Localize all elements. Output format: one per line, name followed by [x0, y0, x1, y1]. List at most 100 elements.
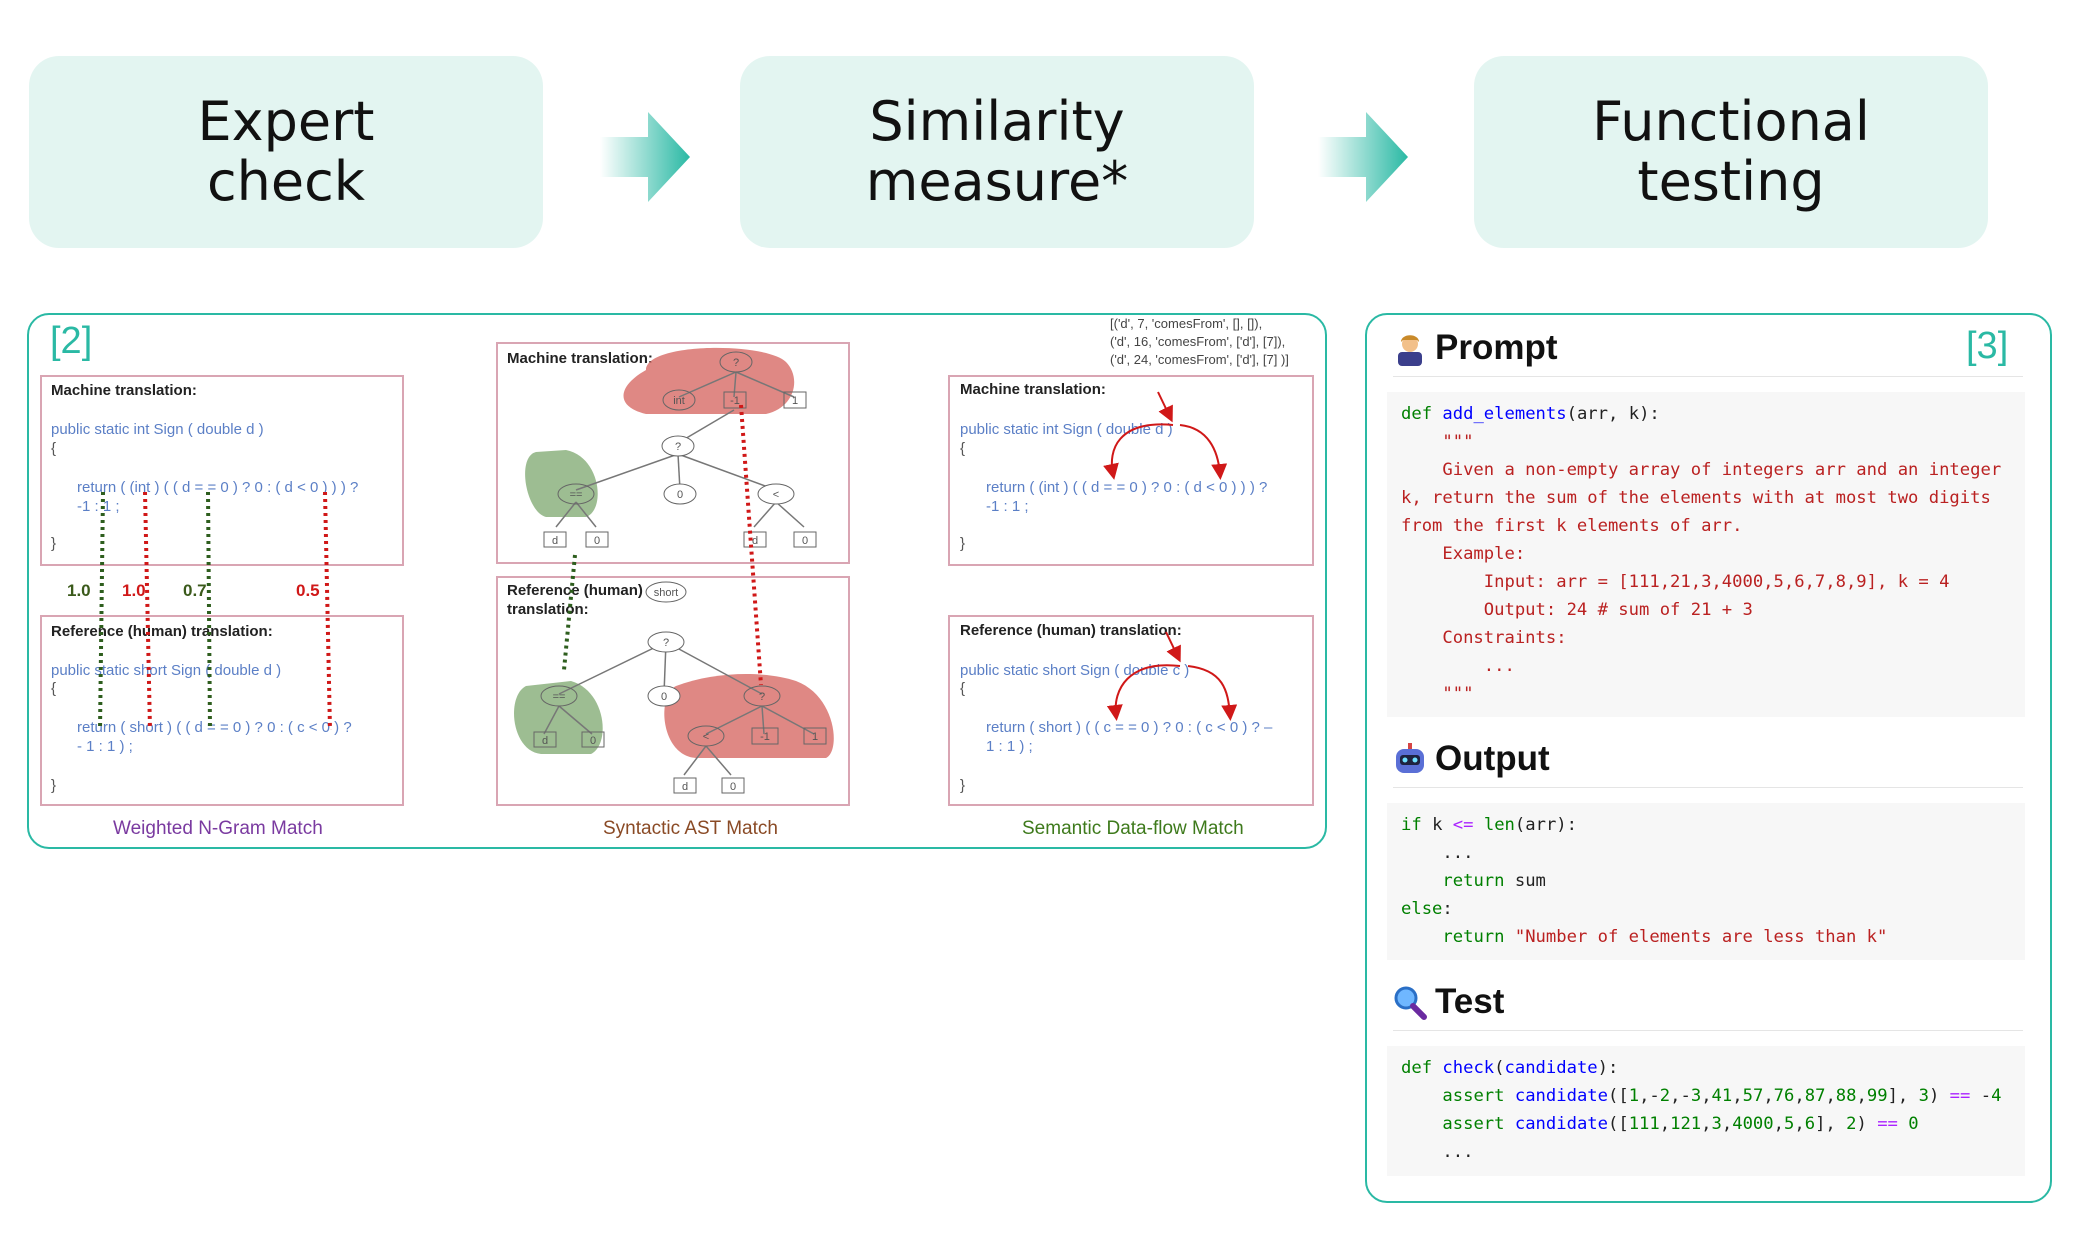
ast-node: short	[654, 587, 678, 599]
ast-node: -1	[760, 731, 770, 743]
ast-node: ?	[733, 357, 739, 369]
ngram-caption: Weighted N-Gram Match	[113, 818, 323, 839]
code-line: {	[960, 440, 966, 457]
code-line: - 1 : 1 ) ;	[77, 738, 133, 755]
code-line: }	[51, 777, 57, 794]
stage-functional-testing: Functional testing	[1474, 56, 1988, 248]
ngram-connector-lines	[98, 491, 332, 731]
code-line: return ( short ) ( ( c = = 0 ) ? 0 : ( c…	[986, 719, 1273, 736]
ast-node: 0	[661, 691, 667, 703]
code-line: -1 : 1 ;	[986, 498, 1029, 515]
dataflow-machine-label: Machine translation:	[960, 381, 1106, 398]
ast-node: ?	[663, 637, 669, 649]
prompt-code-block: def add_elements(arr, k): """ Given a no…	[1387, 392, 2025, 717]
ast-machine-label: Machine translation:	[507, 350, 653, 367]
code-line: }	[51, 535, 57, 552]
ast-reference-tree: short ? == 0 ? d 0 < -1 1 d 0	[514, 581, 834, 794]
code-line: from the first k elements of arr.	[1401, 516, 1743, 536]
arrow-right-icon	[1318, 112, 1408, 202]
ast-node: d	[752, 535, 758, 547]
ast-node: ==	[570, 489, 583, 501]
code-line: public static short Sign ( double d )	[51, 662, 282, 679]
test-title: Test	[1435, 982, 1505, 1021]
ast-machine-tree: ? int -1 1 ? == 0 < d 0 d 0	[525, 347, 817, 548]
dataflow-tuples: [('d', 7, 'comesFrom', [], []), ('d', 16…	[1110, 316, 1289, 367]
code-line: Constraints:	[1401, 628, 1567, 648]
code-line: return ( short ) ( ( d = = 0 ) ? 0 : ( c…	[77, 719, 352, 736]
ast-node: 1	[812, 731, 818, 743]
score-weighted: 1.0	[122, 581, 146, 600]
stage-title: Similarity measure*	[865, 90, 1129, 213]
ast-node: <	[773, 489, 779, 501]
output-title: Output	[1435, 739, 1550, 778]
arrow-right-icon	[600, 112, 690, 202]
ast-node: d	[542, 735, 548, 747]
dataflow-reference-label: Reference (human) translation:	[960, 622, 1182, 639]
ast-node: ==	[553, 691, 566, 703]
code-line: {	[960, 680, 966, 697]
code-line: ...	[1401, 1142, 1474, 1162]
reference-label: [2]	[50, 320, 93, 362]
ast-node: <	[703, 731, 709, 743]
code-line: assert candidate([1,-2,-3,41,57,76,87,88…	[1442, 1086, 2002, 1106]
ast-node: 0	[677, 489, 683, 501]
ngram-reference-label: Reference (human) translation:	[51, 623, 273, 640]
ast-node: 0	[802, 535, 808, 547]
code-line: return ( (int ) ( ( d = = 0 ) ? 0 : ( d …	[986, 479, 1268, 496]
ast-node: 0	[730, 781, 736, 793]
code-line: ...	[1401, 843, 1474, 863]
code-line: """	[1401, 684, 1474, 704]
ast-node: ?	[675, 441, 681, 453]
code-line: k, return the sum of the elements with a…	[1401, 488, 1991, 508]
code-line: return "Number of elements are less than…	[1442, 927, 1888, 947]
code-line: {	[51, 440, 57, 457]
ast-reference-label: Reference (human)	[507, 582, 643, 599]
dataflow-reference-box	[948, 615, 1314, 806]
ast-caption: Syntactic AST Match	[603, 818, 778, 839]
score-unigram: 1.0	[67, 581, 91, 600]
score-dataflow: 0.5	[296, 581, 320, 600]
code-line: Given a non-empty array of integers arr …	[1401, 460, 2002, 480]
dataflow-machine-box	[948, 375, 1314, 566]
ast-node: 1	[792, 395, 798, 407]
code-line: public static int Sign ( double d )	[960, 421, 1173, 438]
code-line: def check(candidate):	[1401, 1058, 1619, 1078]
reference-label: [3]	[1966, 325, 2009, 367]
test-code: def check(candidate): assert candidate([…	[1401, 1054, 2001, 1166]
code-line: }	[960, 777, 966, 794]
ast-node: -1	[730, 395, 740, 407]
robot-icon	[1396, 743, 1424, 773]
code-line: Output: 24 # sum of 21 + 3	[1401, 600, 1753, 620]
code-line: {	[51, 680, 57, 697]
score-syntax: 0.7	[183, 581, 207, 600]
stage-expert-check: Expert check	[29, 56, 543, 248]
output-heading: Output	[1393, 739, 1550, 779]
prompt-heading: Prompt	[1393, 328, 1558, 368]
ngram-machine-label: Machine translation:	[51, 382, 197, 399]
prompt-code: def add_elements(arr, k): """ Given a no…	[1401, 400, 2001, 708]
test-heading: Test	[1393, 982, 1504, 1022]
magnifier-icon	[1394, 986, 1427, 1020]
code-line: -1 : 1 ;	[77, 498, 120, 515]
code-line: else:	[1401, 899, 1453, 919]
code-line: ...	[1401, 656, 1515, 676]
ast-node: 0	[590, 735, 596, 747]
code-line: Example:	[1401, 544, 1526, 564]
code-line: }	[960, 535, 966, 552]
stage-title: Expert check	[197, 90, 375, 213]
ast-node: d	[682, 781, 688, 793]
code-line: public static short Sign ( double c )	[960, 662, 1190, 679]
stage-title: Functional testing	[1592, 90, 1870, 213]
divider	[1393, 376, 2023, 377]
code-line: return sum	[1442, 871, 1546, 891]
prompt-title: Prompt	[1435, 328, 1558, 367]
code-line: return ( (int ) ( ( d = = 0 ) ? 0 : ( d …	[77, 479, 359, 496]
dataflow-arrows	[1103, 391, 1238, 721]
ast-node: int	[673, 395, 685, 407]
code-line: public static int Sign ( double d )	[51, 421, 264, 438]
code-line: def add_elements(arr, k):	[1401, 404, 1660, 424]
code-line: 1 : 1 ) ;	[986, 738, 1033, 755]
ast-node: 0	[594, 535, 600, 547]
